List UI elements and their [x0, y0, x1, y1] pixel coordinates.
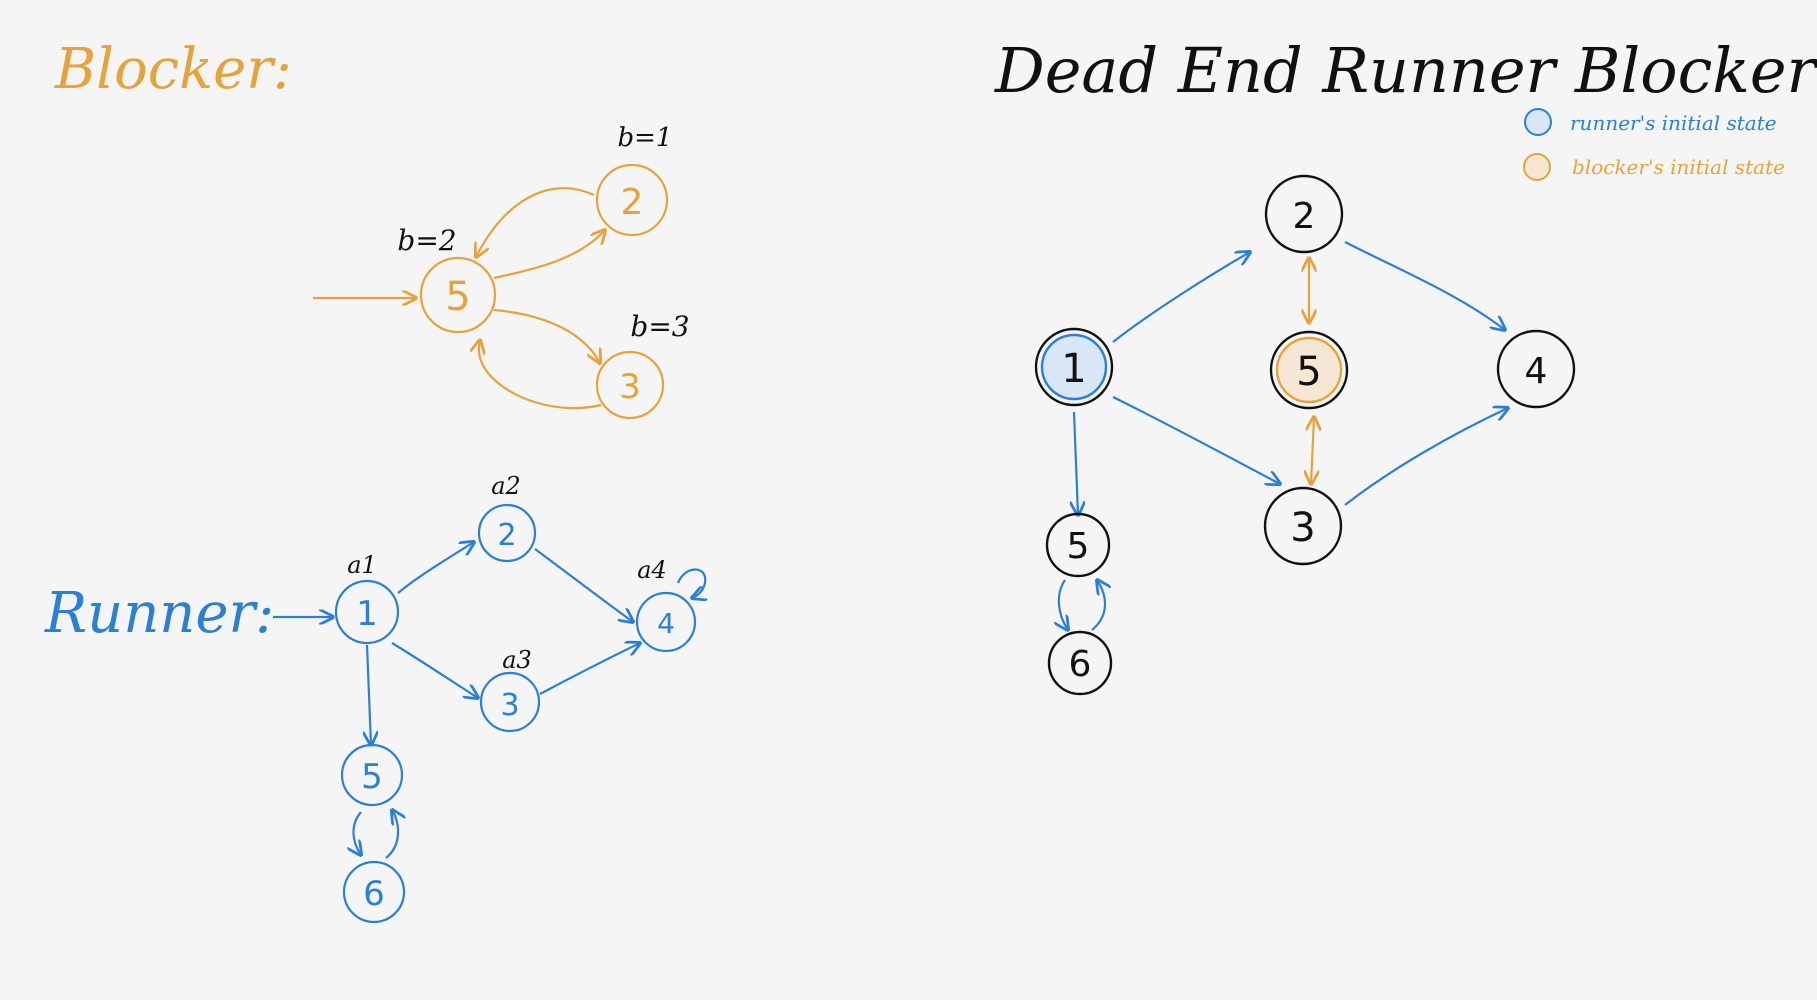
combined-node-3-label: 3 — [1290, 505, 1315, 551]
runner-section: Runner: 1 a1 2 a2 — [44, 472, 705, 924]
blocker-title: Blocker: — [54, 37, 292, 102]
combined-edge-5-3 — [1311, 417, 1314, 484]
runner-edge-4-4 — [676, 568, 705, 599]
combined-edge-1-2 — [1112, 252, 1250, 343]
legend-blocker-label: blocker's initial state — [1572, 155, 1785, 179]
combined-node-3: 3 — [1263, 486, 1343, 566]
runner-node-2: 2 a2 — [477, 472, 537, 563]
legend-item-blocker: blocker's initial state — [1523, 153, 1785, 181]
runner-node-1-caption: a1 — [347, 551, 377, 579]
combined-nodes: 1 2 5 4 3 5 — [1034, 174, 1576, 696]
combined-edge-1-5b — [1074, 411, 1078, 515]
runner-edge-5-6 — [353, 811, 361, 855]
combined-node-5-label: 5 — [1296, 349, 1321, 395]
combined-runner-edges — [1059, 241, 1508, 631]
blocker-node-3-label: 3 — [619, 367, 641, 407]
runner-node-1: 1 a1 — [334, 551, 400, 645]
combined-title: Dead End Runner Blocker — [994, 34, 1817, 107]
combined-node-6: 6 — [1047, 630, 1113, 696]
runner-edge-1-3 — [391, 642, 478, 698]
runner-node-6: 6 — [342, 860, 406, 924]
runner-node-4: 4 a4 — [635, 556, 697, 653]
runner-node-4-label: 4 — [657, 607, 675, 640]
runner-edge-1-2 — [397, 542, 474, 594]
blocker-nodes: 5 b=2 2 b=1 3 b=3 — [397, 123, 690, 420]
legend-item-runner: runner's initial state — [1524, 108, 1777, 136]
blocker-node-3-caption: b=3 — [630, 310, 689, 343]
runner-edges — [273, 542, 705, 859]
blocker-edge-5-2 — [493, 230, 605, 280]
combined-edge-2-4 — [1344, 241, 1505, 330]
runner-node-5: 5 — [340, 743, 404, 807]
combined-node-2-label: 2 — [1293, 196, 1316, 237]
combined-edge-6-5b — [1091, 580, 1105, 631]
combined-section: Dead End Runner Blocker runner's initial… — [994, 34, 1817, 696]
combined-node-5: 5 — [1269, 330, 1349, 410]
blocker-node-2-caption: b=1 — [618, 123, 673, 153]
runner-node-5-label: 5 — [361, 757, 383, 797]
combined-node-1-label: 1 — [1061, 346, 1086, 392]
combined-node-4: 4 — [1496, 329, 1576, 409]
runner-edge-1-5 — [367, 644, 371, 745]
blocker-node-3: 3 b=3 — [595, 310, 690, 420]
legend-runner-label: runner's initial state — [1570, 111, 1777, 135]
combined-edge-1-3 — [1112, 396, 1280, 484]
runner-edge-6-5 — [385, 810, 398, 859]
blocker-edges — [313, 187, 605, 410]
runner-node-4-caption: a4 — [637, 556, 667, 584]
blocker-node-2-label: 2 — [621, 182, 644, 223]
blocker-node-2: 2 b=1 — [595, 123, 673, 237]
blocker-section: Blocker: 5 b=2 2 b=1 3 b=3 — [54, 37, 690, 420]
blocker-node-5-caption: b=2 — [397, 224, 456, 257]
legend: runner's initial state blocker's initial… — [1523, 108, 1785, 181]
combined-edge-3-4 — [1344, 408, 1508, 506]
runner-node-6-label: 6 — [363, 874, 385, 914]
blocker-node-5: 5 b=2 — [397, 224, 497, 334]
runner-edge-3-4 — [539, 643, 640, 695]
blocker-edge-3-5 — [479, 340, 602, 410]
runner-node-2-label: 2 — [497, 518, 516, 553]
combined-node-5b-label: 5 — [1067, 526, 1090, 567]
runner-node-1-label: 1 — [356, 594, 378, 634]
runner-title: Runner: — [44, 581, 274, 646]
combined-node-1: 1 — [1034, 327, 1114, 407]
runner-node-3-label: 3 — [500, 688, 519, 723]
combined-node-4-label: 4 — [1525, 351, 1548, 392]
runner-nodes: 1 a1 2 a2 3 a3 4 a4 5 — [334, 472, 697, 924]
blocker-node-5-label: 5 — [445, 274, 470, 320]
combined-node-2: 2 — [1264, 174, 1344, 254]
combined-node-6-label: 6 — [1069, 644, 1092, 685]
runner-node-3-caption: a3 — [502, 646, 532, 674]
combined-edge-5b-6 — [1059, 579, 1068, 630]
combined-node-5b: 5 — [1045, 512, 1111, 578]
combined-blocker-edges — [1309, 258, 1314, 484]
runner-edge-2-4 — [534, 548, 633, 622]
blocker-edge-2-5 — [476, 187, 595, 257]
runner-node-2-caption: a2 — [491, 472, 521, 500]
blocker-edge-5-3 — [493, 308, 600, 363]
runner-node-3: 3 a3 — [479, 646, 541, 733]
